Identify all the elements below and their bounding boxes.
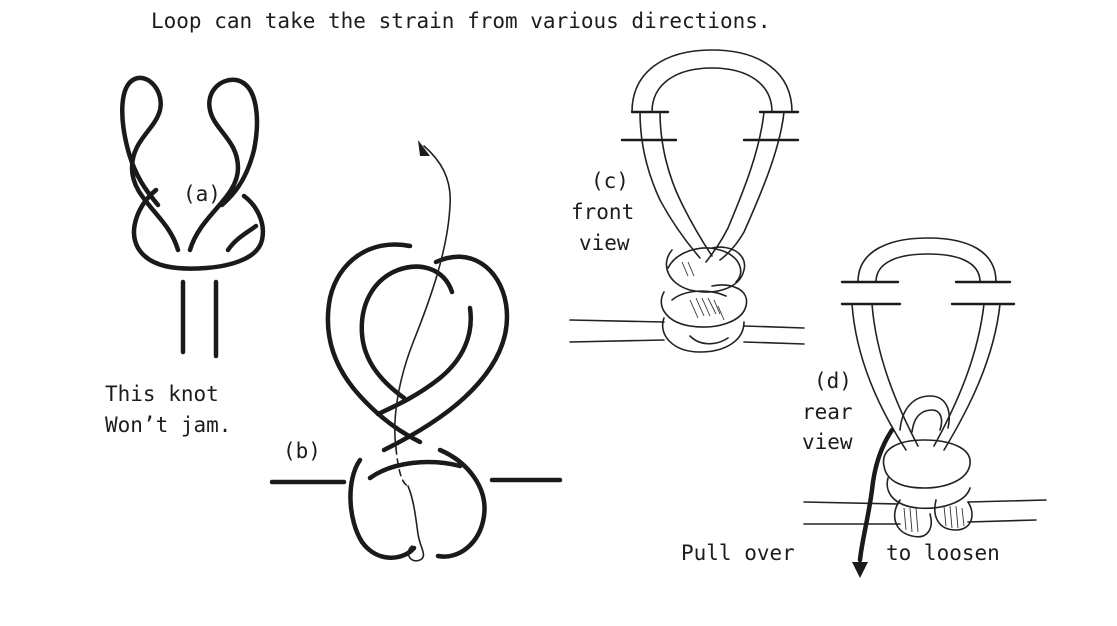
to-loosen-text: to loosen [886,541,1000,565]
figure-b-label: (b) [283,439,321,463]
figure-c-view-line2: view [579,231,630,255]
figure-d-label: (d) [814,369,852,393]
arrow-head-icon [418,140,430,156]
figure-a-note-line2: Won’t jam. [105,413,232,437]
figure-c-view-line1: front [571,200,635,224]
figure-a-label: (a) [183,182,221,206]
figure-d-view-line1: rear [802,400,853,424]
figure-c-label: (c) [591,169,629,193]
figure-d-knot [803,237,1047,578]
figure-a-note-line1: This knot [105,382,219,406]
pull-over-text: Pull over [681,541,795,565]
header-text: Loop can take the strain from various di… [151,9,771,33]
figure-d-view-line2: view [802,430,853,454]
figure-c-knot [569,49,805,353]
figure-b-knot [269,140,563,562]
figure-a-knot [120,75,266,359]
pull-arrow-icon [852,562,868,578]
